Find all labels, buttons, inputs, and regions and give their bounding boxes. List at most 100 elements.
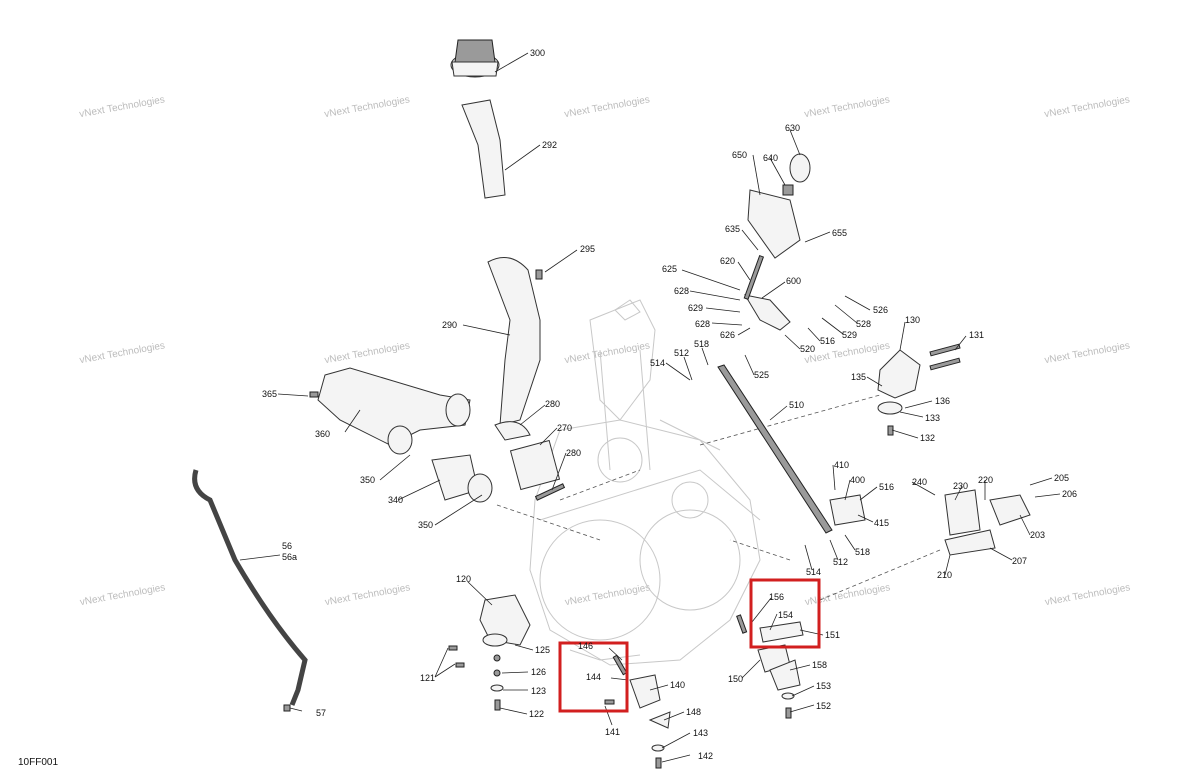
part-56-hose bbox=[192, 469, 308, 706]
callout-label: 240 bbox=[912, 477, 927, 487]
part-140-mount bbox=[629, 674, 661, 709]
watermark: vNext Technologies bbox=[564, 340, 651, 366]
watermark: vNext Technologies bbox=[1044, 94, 1131, 120]
callout-label: 270 bbox=[557, 423, 572, 433]
callout-label: 148 bbox=[686, 707, 701, 717]
callout-label: 57 bbox=[316, 708, 326, 718]
diagram-code: 10FF001 bbox=[18, 757, 58, 768]
callout-label: 206 bbox=[1062, 489, 1077, 499]
part-360-airbox bbox=[317, 367, 471, 446]
part-230-bracket bbox=[944, 489, 981, 536]
part-292-hose bbox=[461, 99, 506, 199]
callout-label: 518 bbox=[855, 547, 870, 557]
callout-label: 153 bbox=[816, 681, 831, 691]
leader-lines bbox=[239, 52, 1061, 763]
callout-label: 360 bbox=[315, 429, 330, 439]
callout-label: 514 bbox=[650, 358, 665, 368]
callout-label: 133 bbox=[925, 413, 940, 423]
callout-label: 635 bbox=[725, 224, 740, 234]
watermark: vNext Technologies bbox=[79, 94, 166, 120]
part-600-linkage bbox=[743, 294, 791, 331]
part-640-nut bbox=[782, 184, 794, 196]
callout-label: 56a bbox=[282, 552, 297, 562]
callout-label: 620 bbox=[720, 256, 735, 266]
callout-label: 280 bbox=[566, 448, 581, 458]
callout-label: 56 bbox=[282, 541, 292, 551]
watermark: vNext Technologies bbox=[564, 582, 651, 608]
callout-label: 142 bbox=[698, 751, 713, 761]
callout-label: 280 bbox=[545, 399, 560, 409]
callout-label: 630 bbox=[785, 123, 800, 133]
callout-label: 131 bbox=[969, 330, 984, 340]
reference-lines bbox=[496, 394, 941, 601]
callout-label: 140 bbox=[670, 680, 685, 690]
callout-label: 290 bbox=[442, 320, 457, 330]
callout-label: 146 bbox=[578, 641, 593, 651]
callout-label: 626 bbox=[720, 330, 735, 340]
callout-label: 655 bbox=[832, 228, 847, 238]
highlight-box-140-group bbox=[558, 641, 629, 713]
callout-label: 207 bbox=[1012, 556, 1027, 566]
part-300-inlet-cap bbox=[450, 39, 500, 78]
callout-label: 350 bbox=[418, 520, 433, 530]
callout-label: 528 bbox=[856, 319, 871, 329]
watermark: vNext Technologies bbox=[804, 582, 891, 608]
callout-labels: 300 292 290 295 280 270 280 350 340 350 … bbox=[262, 48, 1077, 761]
part-57-clip bbox=[283, 704, 291, 712]
watermark: vNext Technologies bbox=[1044, 340, 1131, 366]
callout-label: 650 bbox=[732, 150, 747, 160]
callout-label: 130 bbox=[905, 315, 920, 325]
callout-label: 516 bbox=[820, 336, 835, 346]
watermark: vNext Technologies bbox=[324, 340, 411, 366]
callout-label: 230 bbox=[953, 481, 968, 491]
callout-label: 126 bbox=[531, 667, 546, 677]
callout-label: 629 bbox=[688, 303, 703, 313]
callout-label: 158 bbox=[812, 660, 827, 670]
callout-label: 410 bbox=[834, 460, 849, 470]
part-210-bracket bbox=[944, 529, 996, 556]
callout-label: 154 bbox=[778, 610, 793, 620]
part-400-linkage bbox=[829, 494, 866, 526]
callout-label: 514 bbox=[806, 567, 821, 577]
watermark: vNext Technologies bbox=[804, 340, 891, 366]
callout-label: 120 bbox=[456, 574, 471, 584]
callout-label: 203 bbox=[1030, 530, 1045, 540]
callout-label: 526 bbox=[873, 305, 888, 315]
callout-label: 220 bbox=[978, 475, 993, 485]
callout-label: 151 bbox=[825, 630, 840, 640]
callout-label: 340 bbox=[388, 495, 403, 505]
part-295-screw bbox=[535, 269, 543, 280]
engine-ghost bbox=[529, 299, 761, 666]
callout-label: 510 bbox=[789, 400, 804, 410]
callout-label: 365 bbox=[262, 389, 277, 399]
callout-label: 136 bbox=[935, 396, 950, 406]
callout-label: 529 bbox=[842, 330, 857, 340]
callout-label: 300 bbox=[530, 48, 545, 58]
callout-label: 400 bbox=[850, 475, 865, 485]
callout-label: 600 bbox=[786, 276, 801, 286]
part-630-knob bbox=[789, 153, 811, 183]
part-650-bracket bbox=[747, 189, 801, 259]
callout-label: 295 bbox=[580, 244, 595, 254]
part-280-clamp bbox=[494, 421, 531, 441]
watermark: vNext Technologies bbox=[79, 582, 166, 608]
part-510-rod bbox=[717, 364, 833, 534]
callout-label: 512 bbox=[833, 557, 848, 567]
part-365-screw bbox=[309, 391, 319, 398]
callout-label: 144 bbox=[586, 672, 601, 682]
callout-label: 141 bbox=[605, 727, 620, 737]
watermark: vNext Technologies bbox=[804, 94, 891, 120]
part-350-clamp bbox=[387, 425, 413, 455]
callout-label: 210 bbox=[937, 570, 952, 580]
callout-label: 123 bbox=[531, 686, 546, 696]
callout-label: 132 bbox=[920, 433, 935, 443]
callout-label: 121 bbox=[420, 673, 435, 683]
watermark: vNext Technologies bbox=[1044, 582, 1131, 608]
callout-label: 135 bbox=[851, 372, 866, 382]
part-280-pin bbox=[534, 483, 566, 501]
callout-label: 125 bbox=[535, 645, 550, 655]
part-130-mount bbox=[877, 349, 921, 399]
callout-label: 415 bbox=[874, 518, 889, 528]
